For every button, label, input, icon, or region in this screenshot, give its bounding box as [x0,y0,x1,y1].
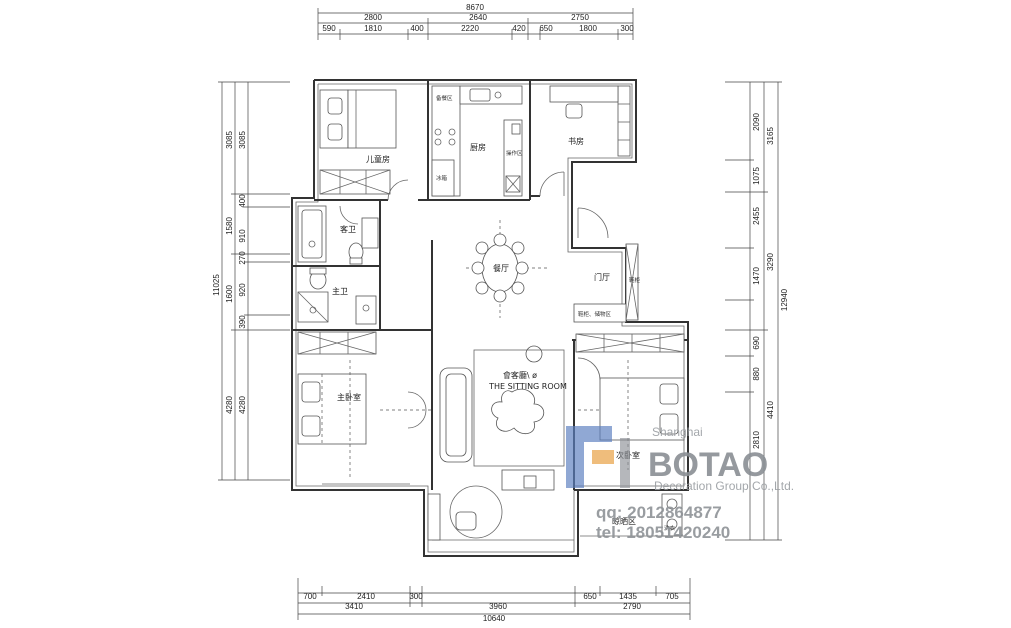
dim-right-inner-5: 690 [752,336,761,350]
dim-top-seg-3: 2750 [571,13,589,22]
room-label-guest-bath: 客卫 [340,224,356,234]
room-label-study: 书房 [568,136,584,146]
dim-top-sub-7: 1800 [579,24,597,33]
dim-top-sub-2: 1810 [364,24,382,33]
dim-right-total: 12940 [780,288,789,311]
watermark-tel: tel: 18051420240 [596,523,730,542]
top-dimensions: 8670 2800 2640 2750 590 1810 400 2220 42… [317,3,634,40]
dim-right-inner-2: 1075 [752,167,761,185]
dim-right-inner-6: 880 [752,367,761,381]
dim-top-seg-2: 2640 [469,13,487,22]
dim-bottom-seg-3: 2790 [623,602,641,611]
label-washer: 洗衣 [664,524,676,532]
dim-left-outer-1: 3085 [225,131,234,149]
dim-bottom-total: 10640 [483,614,506,623]
dim-right-inner-3: 2455 [752,207,761,225]
label-shoe-cabinet: 鞋柜 [629,276,641,284]
room-label-master-bath: 主卫 [332,286,348,296]
second-bedroom: 次卧室 [575,333,685,470]
watermark-city: Shanghai [652,425,703,439]
label-storage: 鞋柜、储物区 [578,310,612,318]
dim-left-outer-4: 4280 [225,396,234,414]
dim-left-inner-7: 4280 [238,396,247,414]
watermark-sub: Decoration Group Co.,Ltd. [654,479,794,493]
room-label-kitchen: 厨房 [470,142,486,152]
dim-left-inner-4: 270 [238,251,247,265]
dim-bottom-sub-5: 1435 [619,592,637,601]
dining: 餐厅 [466,220,550,318]
study: 书房 [539,85,631,197]
room-label-master-bed: 主卧室 [337,392,361,402]
dim-bottom-sub-6: 705 [665,592,679,601]
dim-left-outer-2: 1580 [225,217,234,235]
dim-bottom-sub-2: 2410 [357,592,375,601]
walls [291,79,689,557]
kids-room: 儿童房 [319,89,409,201]
watermark-brand: BOTAO [648,446,768,484]
dim-top-sub-8: 300 [620,24,634,33]
foyer: 鞋柜 鞋柜、储物区 门厅 [573,207,641,323]
dim-top-total: 8670 [466,3,484,12]
dim-top-sub-3: 400 [410,24,424,33]
room-label-living-en: THE SITTING ROOM [488,382,567,391]
room-label-foyer: 门厅 [594,272,610,282]
label-fridge: 冰箱 [436,174,448,182]
dim-right-inner-1: 2090 [752,113,761,131]
dim-left-outer-3: 1600 [225,285,234,303]
master-bath: 主卫 [297,267,377,325]
dim-bottom-sub-4: 650 [583,592,597,601]
left-dimensions: 11025 3085 1580 1600 4280 3085 400 910 2… [212,81,290,481]
dim-top-sub-4: 2220 [461,24,479,33]
dim-left-total: 11025 [212,274,221,296]
laundry: 洗衣 晾晒区 [580,493,684,537]
kitchen: 备餐区 操作区 冰箱 厨房 [431,85,523,197]
room-label-laundry: 晾晒区 [612,516,636,526]
dim-top-sub-1: 590 [322,24,336,33]
dim-bottom-sub-1: 700 [303,592,317,601]
dim-right-inner-4: 1470 [752,267,761,285]
dim-right-outer-3: 4410 [766,401,775,419]
dim-bottom-sub-3: 300 [409,592,423,601]
dim-left-inner-5: 920 [238,283,247,297]
label-pantry: 备餐区 [436,94,453,102]
guest-bath: 客卫 [297,205,379,265]
dim-right-outer-1: 3165 [766,127,775,145]
watermark-qq: qq: 2012864877 [596,503,722,522]
room-label-kids: 儿童房 [366,154,390,164]
right-dimensions: 12940 3165 3290 4410 2090 1075 2455 1470… [725,81,789,541]
room-label-dining: 餐厅 [493,264,509,273]
label-worktop: 操作区 [506,149,523,157]
dim-left-inner-2: 400 [238,194,247,208]
master-bedroom: 主卧室 [297,331,432,485]
dim-top-sub-5: 420 [512,24,526,33]
dim-top-sub-6: 650 [539,24,553,33]
bottom-dimensions: 700 2410 300 650 1435 705 3410 3960 2790… [297,578,691,623]
dim-top-seg-1: 2800 [364,13,382,22]
dim-right-outer-2: 3290 [766,253,775,271]
dim-right-inner-7: 2810 [752,431,761,449]
dim-left-inner-3: 910 [238,229,247,243]
dim-left-inner-1: 3085 [238,131,247,149]
room-label-living-cn: 會客廳\ ø [503,370,537,380]
botao-logo [566,426,630,488]
company-watermark: Shanghai BOTAO Decoration Group Co.,Ltd.… [566,425,794,542]
dim-bottom-seg-2: 3960 [489,602,507,611]
dim-left-inner-6: 390 [238,315,247,329]
dim-bottom-seg-1: 3410 [345,602,363,611]
living-room: 會客廳\ ø THE SITTING ROOM [427,345,574,541]
